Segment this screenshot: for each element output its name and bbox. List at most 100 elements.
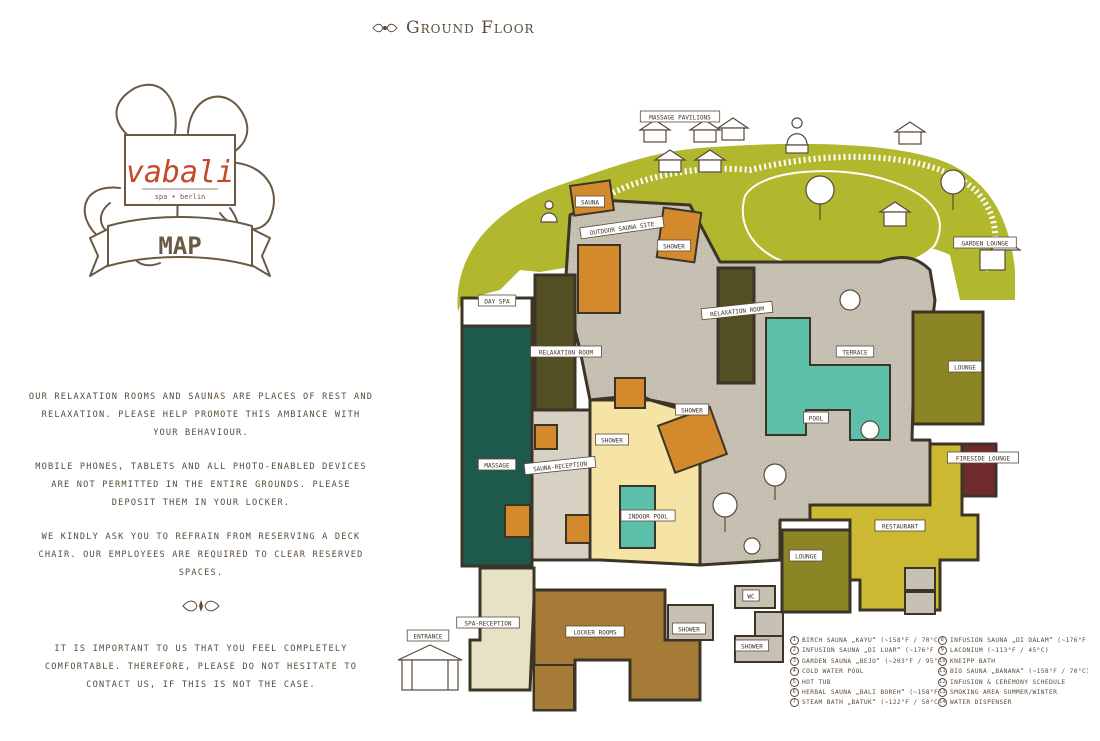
legend-item: 7Steam Bath „Batuk“ (~122°F / 50°C) bbox=[790, 698, 938, 708]
relaxation-room-left bbox=[533, 273, 577, 412]
wc-block bbox=[754, 611, 784, 637]
svg-text:RELAXATION ROOM: RELAXATION ROOM bbox=[539, 350, 594, 357]
shower-block bbox=[667, 604, 714, 641]
legend-number: 13 bbox=[938, 687, 947, 697]
legend-text: Laconium (~113°F / 45°C) bbox=[950, 647, 1050, 655]
legend-item: 13Smoking Area Summer/Winter bbox=[938, 687, 1088, 697]
lounge-lower bbox=[780, 528, 852, 614]
legend-item: 2Infusion Sauna „Di Luar“ (~176°F / 80°C… bbox=[790, 646, 938, 656]
wc-block bbox=[904, 567, 936, 591]
svg-text:SPA-RECEPTION: SPA-RECEPTION bbox=[465, 621, 512, 628]
map-label-shower-4: SHOWER bbox=[657, 239, 692, 252]
rule-text: We kindly ask you to refrain from reserv… bbox=[38, 532, 364, 578]
house-rules: Our relaxation rooms and saunas are plac… bbox=[28, 388, 374, 710]
legend-number: 3 bbox=[790, 656, 799, 666]
rule-text: It is important to us that you feel comp… bbox=[44, 644, 358, 690]
map-label-terrace: TERRACE bbox=[835, 345, 875, 358]
sauna-legend: 1Birch Sauna „Kayu“ (~158°F / 70°C)8Infu… bbox=[790, 636, 1090, 708]
legend-item: 10Kneipp Bath bbox=[938, 656, 1088, 666]
svg-text:WC: WC bbox=[747, 594, 755, 601]
sauna-11 bbox=[565, 514, 591, 544]
map-label: MAP bbox=[158, 232, 201, 260]
legend-text: Infusion & Ceremony Schedule bbox=[950, 678, 1066, 686]
pool-water bbox=[765, 317, 891, 441]
map-label-relaxation-room-2: RELAXATION ROOM bbox=[700, 300, 774, 321]
svg-text:TERRACE: TERRACE bbox=[842, 350, 868, 357]
floor-title: Ground Floor bbox=[372, 18, 535, 38]
legend-text: Infusion Sauna „Di Luar“ (~176°F / 80°C) bbox=[802, 647, 938, 655]
sauna-8 bbox=[656, 405, 729, 475]
legend-text: Kneipp Bath bbox=[950, 657, 996, 665]
svg-text:POOL: POOL bbox=[809, 416, 824, 423]
legend-text: Garden Sauna „Bejo“ (~203°F / 95°C) bbox=[802, 657, 938, 665]
sauna-2 bbox=[577, 244, 621, 314]
svg-text:FIRESIDE LOUNGE: FIRESIDE LOUNGE bbox=[956, 456, 1011, 463]
brand-name: vabali bbox=[126, 155, 234, 190]
legend-number: 14 bbox=[938, 698, 947, 708]
legend-text: Cold Water Pool bbox=[802, 668, 864, 676]
svg-text:LOUNGE: LOUNGE bbox=[954, 365, 976, 372]
map-label-lounge-1: LOUNGE bbox=[948, 360, 983, 373]
sauna-7 bbox=[534, 424, 558, 450]
svg-text:ENTRANCE: ENTRANCE bbox=[414, 634, 443, 641]
legend-number: 2 bbox=[790, 646, 799, 656]
map-label-shower-1: SHOWER bbox=[595, 433, 630, 446]
map-label-locker-rooms: LOCKER ROOMS bbox=[565, 625, 625, 638]
map-label-wc: WC bbox=[742, 589, 760, 602]
svg-text:RESTAURANT: RESTAURANT bbox=[882, 524, 919, 531]
legend-number: 10 bbox=[938, 656, 947, 666]
svg-text:GARDEN LOUNGE: GARDEN LOUNGE bbox=[962, 241, 1009, 248]
relaxation-room-center bbox=[716, 266, 756, 385]
map-label-relaxation-room-1: RELAXATION ROOM bbox=[530, 345, 602, 358]
sauna-6 bbox=[614, 377, 646, 409]
legend-text: Herbal Sauna „Bali Boreh“ (~158°F / 70°C… bbox=[802, 688, 938, 696]
svg-text:SHOWER: SHOWER bbox=[678, 627, 700, 634]
map-label-restaurant: RESTAURANT bbox=[874, 519, 926, 532]
legend-number: 7 bbox=[790, 698, 799, 708]
svg-text:SHOWER: SHOWER bbox=[681, 408, 703, 415]
map-label-pool: POOL bbox=[803, 411, 829, 424]
legend-item: 11Bio Sauna „Banana“ (~158°F / 70°C) bbox=[938, 667, 1088, 677]
floor-title-text: Ground Floor bbox=[406, 18, 535, 38]
legend-number: 4 bbox=[790, 667, 799, 677]
brand-sub: spa • berlin bbox=[155, 193, 206, 201]
pavilions bbox=[638, 117, 1022, 271]
trees bbox=[712, 169, 966, 555]
legend-number: 6 bbox=[790, 687, 799, 697]
spa-reception-area bbox=[468, 566, 536, 692]
legend-text: Steam Bath „Batuk“ (~122°F / 50°C) bbox=[802, 699, 938, 707]
vabali-logo: vabali spa • berlin MAP bbox=[80, 78, 280, 298]
sauna-3 bbox=[655, 206, 703, 264]
legend-number: 9 bbox=[938, 646, 947, 656]
legend-item: 6Herbal Sauna „Bali Boreh“ (~158°F / 70°… bbox=[790, 687, 938, 697]
legend-number: 8 bbox=[938, 636, 947, 645]
svg-text:SHOWER: SHOWER bbox=[601, 438, 623, 445]
svg-text:MASSAGE PAVILIONS: MASSAGE PAVILIONS bbox=[649, 115, 711, 122]
legend-text: Birch Sauna „Kayu“ (~158°F / 70°C) bbox=[802, 637, 938, 644]
wc-block bbox=[904, 591, 936, 615]
map-label-spa-reception: SPA-RECEPTION bbox=[456, 616, 520, 629]
svg-text:SHOWER: SHOWER bbox=[663, 244, 685, 251]
legend-item: 12Infusion & Ceremony Schedule bbox=[938, 677, 1088, 687]
garden-meadow bbox=[741, 170, 941, 271]
ornament-icon bbox=[182, 600, 220, 612]
legend-item: 3Garden Sauna „Bejo“ (~203°F / 95°C) bbox=[790, 656, 938, 666]
garden-path bbox=[598, 153, 999, 272]
map-label-garden-lounge: GARDEN LOUNGE bbox=[953, 236, 1017, 249]
svg-text:LOUNGE: LOUNGE bbox=[795, 554, 817, 561]
svg-text:SAUNA: SAUNA bbox=[581, 200, 599, 207]
sauna-9 bbox=[504, 504, 531, 538]
legend-item: 9Laconium (~113°F / 45°C) bbox=[938, 646, 1088, 656]
ornament-icon bbox=[372, 23, 398, 33]
legend-number: 5 bbox=[790, 677, 799, 687]
legend-item: 4Cold Water Pool bbox=[790, 667, 938, 677]
wc-block bbox=[533, 664, 575, 711]
map-label-shower-3: SHOWER bbox=[735, 639, 770, 652]
svg-text:DAY SPA: DAY SPA bbox=[484, 299, 510, 306]
legend-text: Water Dispenser bbox=[950, 699, 1012, 707]
map-label-lounge-2: LOUNGE bbox=[789, 549, 824, 562]
legend-text: Infusion Sauna „Di Dalam“ (~176°F / 80°C… bbox=[950, 637, 1088, 644]
legend-number: 1 bbox=[790, 636, 799, 645]
